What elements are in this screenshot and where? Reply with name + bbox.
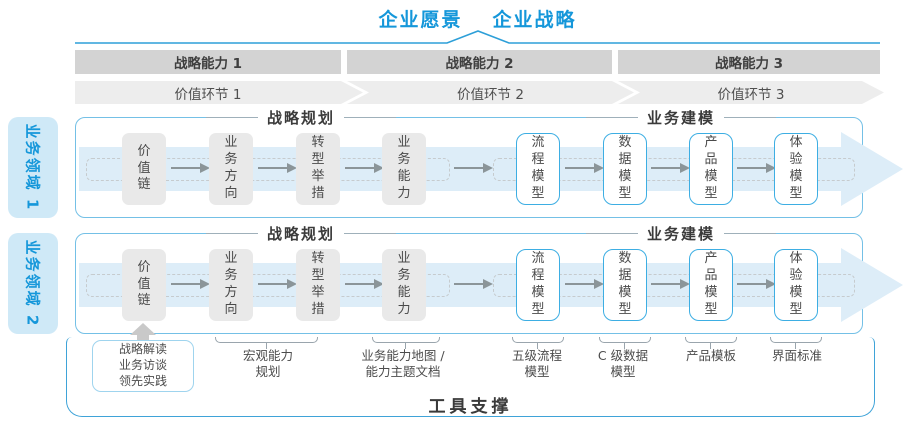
box-business-direction: 业务方向 — [209, 133, 253, 205]
header-line — [206, 116, 258, 118]
flow-arrow-icon — [454, 162, 493, 173]
title-strategy: 企业战略 — [492, 9, 577, 31]
sidebar-domain-2-label: 业务领域 2 — [23, 239, 42, 328]
box-data-model: 数据模型 — [603, 249, 647, 321]
modeling-header-label: 业务建模 — [638, 222, 725, 244]
box-business-direction: 业务方向 — [209, 249, 253, 321]
flow-arrow-icon — [345, 162, 384, 173]
sidebar-domain-1-label: 业务领域 1 — [23, 123, 42, 212]
flow-arrow-icon — [565, 278, 604, 289]
domain-row-2: 战略规划 业务建模 价值链 业务方向 转型举措 业务能力 流程模型 数据模型 产… — [75, 222, 903, 334]
flow-arrow-icon — [737, 278, 776, 289]
bracket-stem — [405, 343, 407, 349]
flow-arrow-icon — [565, 162, 604, 173]
flow-arrow-icon — [454, 278, 493, 289]
box-value-chain: 价值链 — [122, 133, 166, 205]
header-line — [206, 232, 258, 234]
bracket-connector — [599, 337, 651, 343]
box-transformation-initiatives: 转型举措 — [296, 249, 340, 321]
title-vision: 企业愿景 — [378, 9, 463, 31]
bracket-connector — [685, 337, 737, 343]
box-experience-model: 体验模型 — [774, 249, 818, 321]
capability-bar-2: 战略能力 2 — [347, 50, 612, 74]
domain-row-1: 战略规划 业务建模 价值链 业务方向 转型举措 业务能力 流程模型 数据模型 产… — [75, 106, 903, 218]
box-process-model: 流程模型 — [516, 133, 560, 205]
flow-arrow-icon — [651, 278, 690, 289]
planning-section-header: 战略规划 — [206, 222, 397, 244]
tool-support-label: 工具支撑 — [428, 397, 513, 417]
input-up-arrow-stem — [137, 334, 149, 342]
bracket-connector — [512, 337, 564, 343]
planning-section-header: 战略规划 — [206, 106, 397, 128]
box-product-model: 产品模型 — [689, 133, 733, 205]
bracket-stem — [266, 343, 268, 349]
header-line — [724, 232, 777, 234]
box-data-model: 数据模型 — [603, 133, 647, 205]
flow-arrow-icon — [345, 278, 384, 289]
box-transformation-initiatives: 转型举措 — [296, 133, 340, 205]
header-line — [586, 232, 638, 234]
bracket-stem — [710, 343, 712, 349]
header-line — [586, 116, 638, 118]
header-line — [344, 116, 397, 118]
dashed-group-outline — [86, 274, 450, 297]
bracket-stem — [537, 343, 539, 349]
ann-capability-map: 业务能力地图 / 能力主题文档 — [361, 348, 445, 380]
practice-line: 业务访谈 — [118, 358, 167, 373]
planning-header-label: 战略规划 — [258, 106, 345, 128]
flow-arrow-icon — [171, 278, 210, 289]
bracket-connector — [372, 337, 440, 343]
box-business-capability: 业务能力 — [382, 249, 426, 321]
practice-line: 战略解读 — [118, 342, 167, 357]
box-product-model: 产品模型 — [689, 249, 733, 321]
dashed-group-outline — [493, 158, 855, 181]
value-link-chevron-1: 价值环节 1 — [75, 81, 363, 104]
flow-band-arrow-icon — [841, 248, 903, 322]
modeling-section-header: 业务建模 — [586, 106, 777, 128]
vision-connector-line — [75, 30, 880, 44]
header-line — [344, 232, 397, 234]
bracket-connector — [215, 337, 318, 343]
box-business-capability: 业务能力 — [382, 133, 426, 205]
dashed-group-outline — [493, 274, 855, 297]
header-line — [724, 116, 777, 118]
tool-support-container — [66, 337, 875, 417]
box-process-model: 流程模型 — [516, 249, 560, 321]
ann-ui-standard: 界面标准 — [771, 348, 822, 363]
input-up-arrow-icon — [130, 323, 156, 335]
bracket-stem — [624, 343, 626, 349]
flow-arrow-icon — [651, 162, 690, 173]
sidebar-domain-1: 业务领域 1 — [8, 117, 58, 218]
ann-process-level5: 五级流程 模型 — [511, 348, 562, 380]
ann-data-c-level: C 级数据 模型 — [597, 348, 649, 380]
box-experience-model: 体验模型 — [774, 133, 818, 205]
capability-bar-1: 战略能力 1 — [75, 50, 341, 74]
sidebar-domain-2: 业务领域 2 — [8, 233, 58, 334]
practice-line: 领先实践 — [118, 373, 167, 388]
flow-arrow-icon — [258, 162, 297, 173]
modeling-section-header: 业务建模 — [586, 222, 777, 244]
bracket-stem — [795, 343, 797, 349]
practice-input-box: 战略解读 业务访谈 领先实践 — [92, 340, 194, 392]
dashed-group-outline — [86, 158, 450, 181]
value-link-chevron-2: 价值环节 2 — [347, 81, 634, 104]
flow-arrow-icon — [258, 278, 297, 289]
ann-product-template: 产品模板 — [685, 348, 736, 363]
value-link-chevron-3: 价值环节 3 — [618, 81, 884, 104]
ann-macro-capability-planning: 宏观能力 规划 — [242, 348, 293, 380]
bracket-connector — [770, 337, 822, 343]
capability-bar-3: 战略能力 3 — [618, 50, 880, 74]
planning-header-label: 战略规划 — [258, 222, 345, 244]
flow-band-arrow-icon — [841, 132, 903, 206]
flow-arrow-icon — [737, 162, 776, 173]
modeling-header-label: 业务建模 — [638, 106, 725, 128]
page-title: 企业愿景 企业战略 — [75, 5, 880, 32]
box-value-chain: 价值链 — [122, 249, 166, 321]
flow-arrow-icon — [171, 162, 210, 173]
